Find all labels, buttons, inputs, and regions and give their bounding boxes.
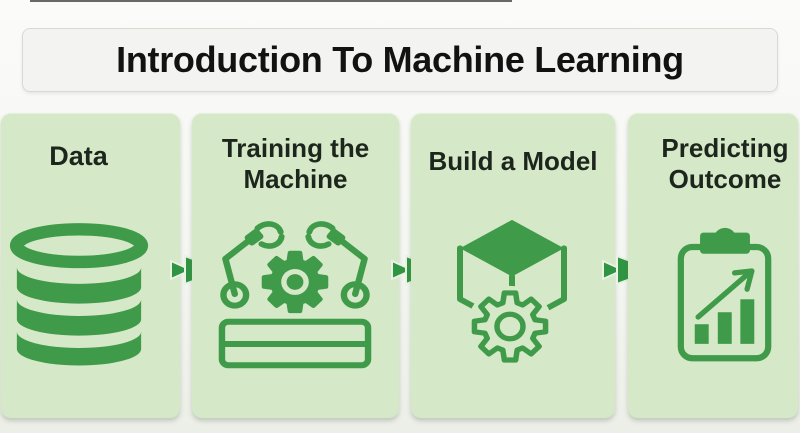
cube-gear-icon bbox=[457, 219, 567, 368]
step-card-build-model: Build a Model bbox=[411, 113, 615, 418]
step-label: Training the Machine bbox=[221, 133, 370, 194]
step-label: Build a Model bbox=[428, 146, 598, 176]
step-label: Data bbox=[49, 141, 108, 171]
page-title: Introduction To Machine Learning bbox=[116, 39, 684, 80]
step-card-predicting: Predicting Outcome bbox=[628, 113, 798, 418]
step-card-data: Data bbox=[1, 113, 180, 418]
step-card-training: Training the Machine bbox=[192, 113, 399, 418]
clipboard-chart-icon bbox=[677, 227, 772, 362]
title-box: Introduction To Machine Learning bbox=[22, 28, 778, 92]
step-label: Predicting Outcome bbox=[661, 133, 789, 194]
database-icon bbox=[9, 223, 149, 366]
top-edge-line bbox=[30, 0, 512, 2]
robot-arms-gear-icon bbox=[218, 219, 372, 369]
